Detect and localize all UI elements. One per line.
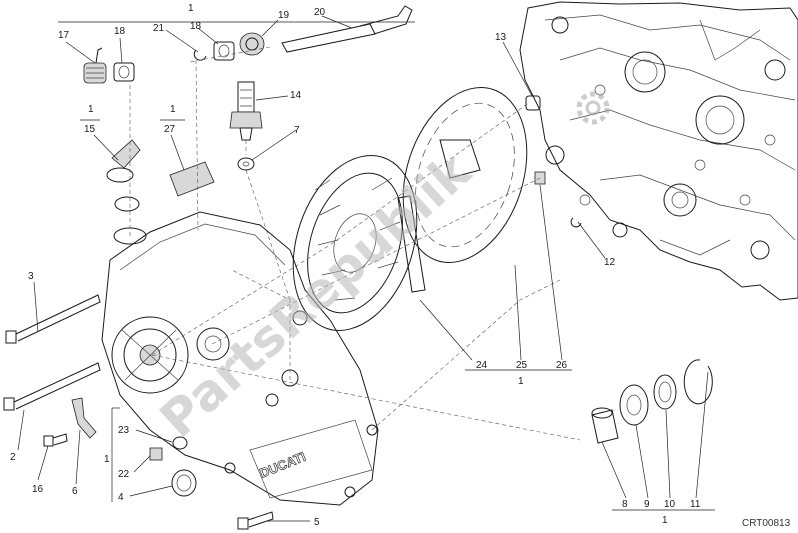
- part-17-spring: [83, 47, 107, 84]
- label-13: 13: [495, 32, 507, 43]
- callout-labels: 1 17 18 21 18 19 20 1 15 1 27 14 7 13 12…: [10, 3, 701, 528]
- label-14: 14: [290, 90, 302, 101]
- label-5: 5: [314, 517, 320, 528]
- drawing-code: CRT00813: [742, 518, 791, 529]
- part-18-bush: [213, 41, 235, 61]
- part-20-shaft: [189, 5, 413, 63]
- label-1-group: 1: [104, 454, 110, 465]
- label-9: 9: [644, 499, 650, 510]
- part-6-bracket: [71, 397, 97, 439]
- part-19-seal: [239, 32, 265, 56]
- part-24-pressure-plate: [292, 155, 418, 331]
- label-17: 17: [58, 30, 70, 41]
- part-27-label: [169, 161, 215, 197]
- engine-crankcase: [519, 1, 798, 301]
- label-26: 26: [556, 360, 568, 371]
- label-3: 3: [28, 271, 34, 282]
- assembly-lines: [129, 59, 581, 441]
- label-27: 27: [164, 124, 176, 135]
- part-14-sensor: [229, 81, 263, 141]
- label-12: 12: [604, 257, 616, 268]
- part-18-bush-left: [113, 62, 135, 82]
- label-6: 6: [72, 486, 78, 497]
- label-18-right: 18: [190, 21, 202, 32]
- label-1-oil: 1: [88, 104, 94, 115]
- label-1-top: 1: [188, 3, 194, 14]
- label-8: 8: [622, 499, 628, 510]
- label-11: 11: [690, 499, 701, 510]
- label-7: 7: [294, 125, 300, 136]
- label-1-bearing: 1: [662, 515, 668, 526]
- part-16-small-bolt: [43, 433, 68, 447]
- part-10-seal-ring: [653, 374, 677, 410]
- label-25: 25: [516, 360, 528, 371]
- part-15-oil-cap: [106, 139, 141, 212]
- part-13-dowel: [525, 95, 541, 111]
- label-1-clutch: 1: [518, 376, 524, 387]
- label-1-plate: 1: [170, 104, 176, 115]
- label-15: 15: [84, 124, 96, 135]
- label-20: 20: [314, 7, 326, 18]
- part-22-bolt: [149, 447, 163, 461]
- label-18-left: 18: [114, 26, 126, 37]
- part-7-washer: [237, 157, 255, 171]
- part-11-circlip: [683, 359, 713, 405]
- part-25-friction-ring: [397, 195, 426, 293]
- part-12-clip: [570, 217, 582, 228]
- label-21: 21: [153, 23, 165, 34]
- label-19: 19: [278, 10, 290, 21]
- label-23: 23: [118, 425, 130, 436]
- label-2: 2: [10, 452, 16, 463]
- part-2-long-bolt: [3, 362, 101, 411]
- part-23-oring: [172, 436, 188, 450]
- label-4: 4: [118, 492, 124, 503]
- gear-icon: [576, 91, 610, 125]
- cover-logo-text: DUCATI: [258, 449, 308, 481]
- label-24: 24: [476, 360, 488, 371]
- part-26-clutch-plate: [402, 87, 528, 263]
- part-5-bolt: [237, 511, 274, 530]
- leader-lines: [17, 15, 715, 522]
- label-22: 22: [118, 469, 130, 480]
- part-4-seal: [171, 469, 197, 497]
- part-8-bush: [591, 407, 619, 444]
- part-3-long-bolt: [5, 294, 101, 344]
- label-10: 10: [664, 499, 676, 510]
- part-9-bearing: [619, 384, 649, 426]
- part-21-circlip: [193, 49, 207, 61]
- label-16: 16: [32, 484, 44, 495]
